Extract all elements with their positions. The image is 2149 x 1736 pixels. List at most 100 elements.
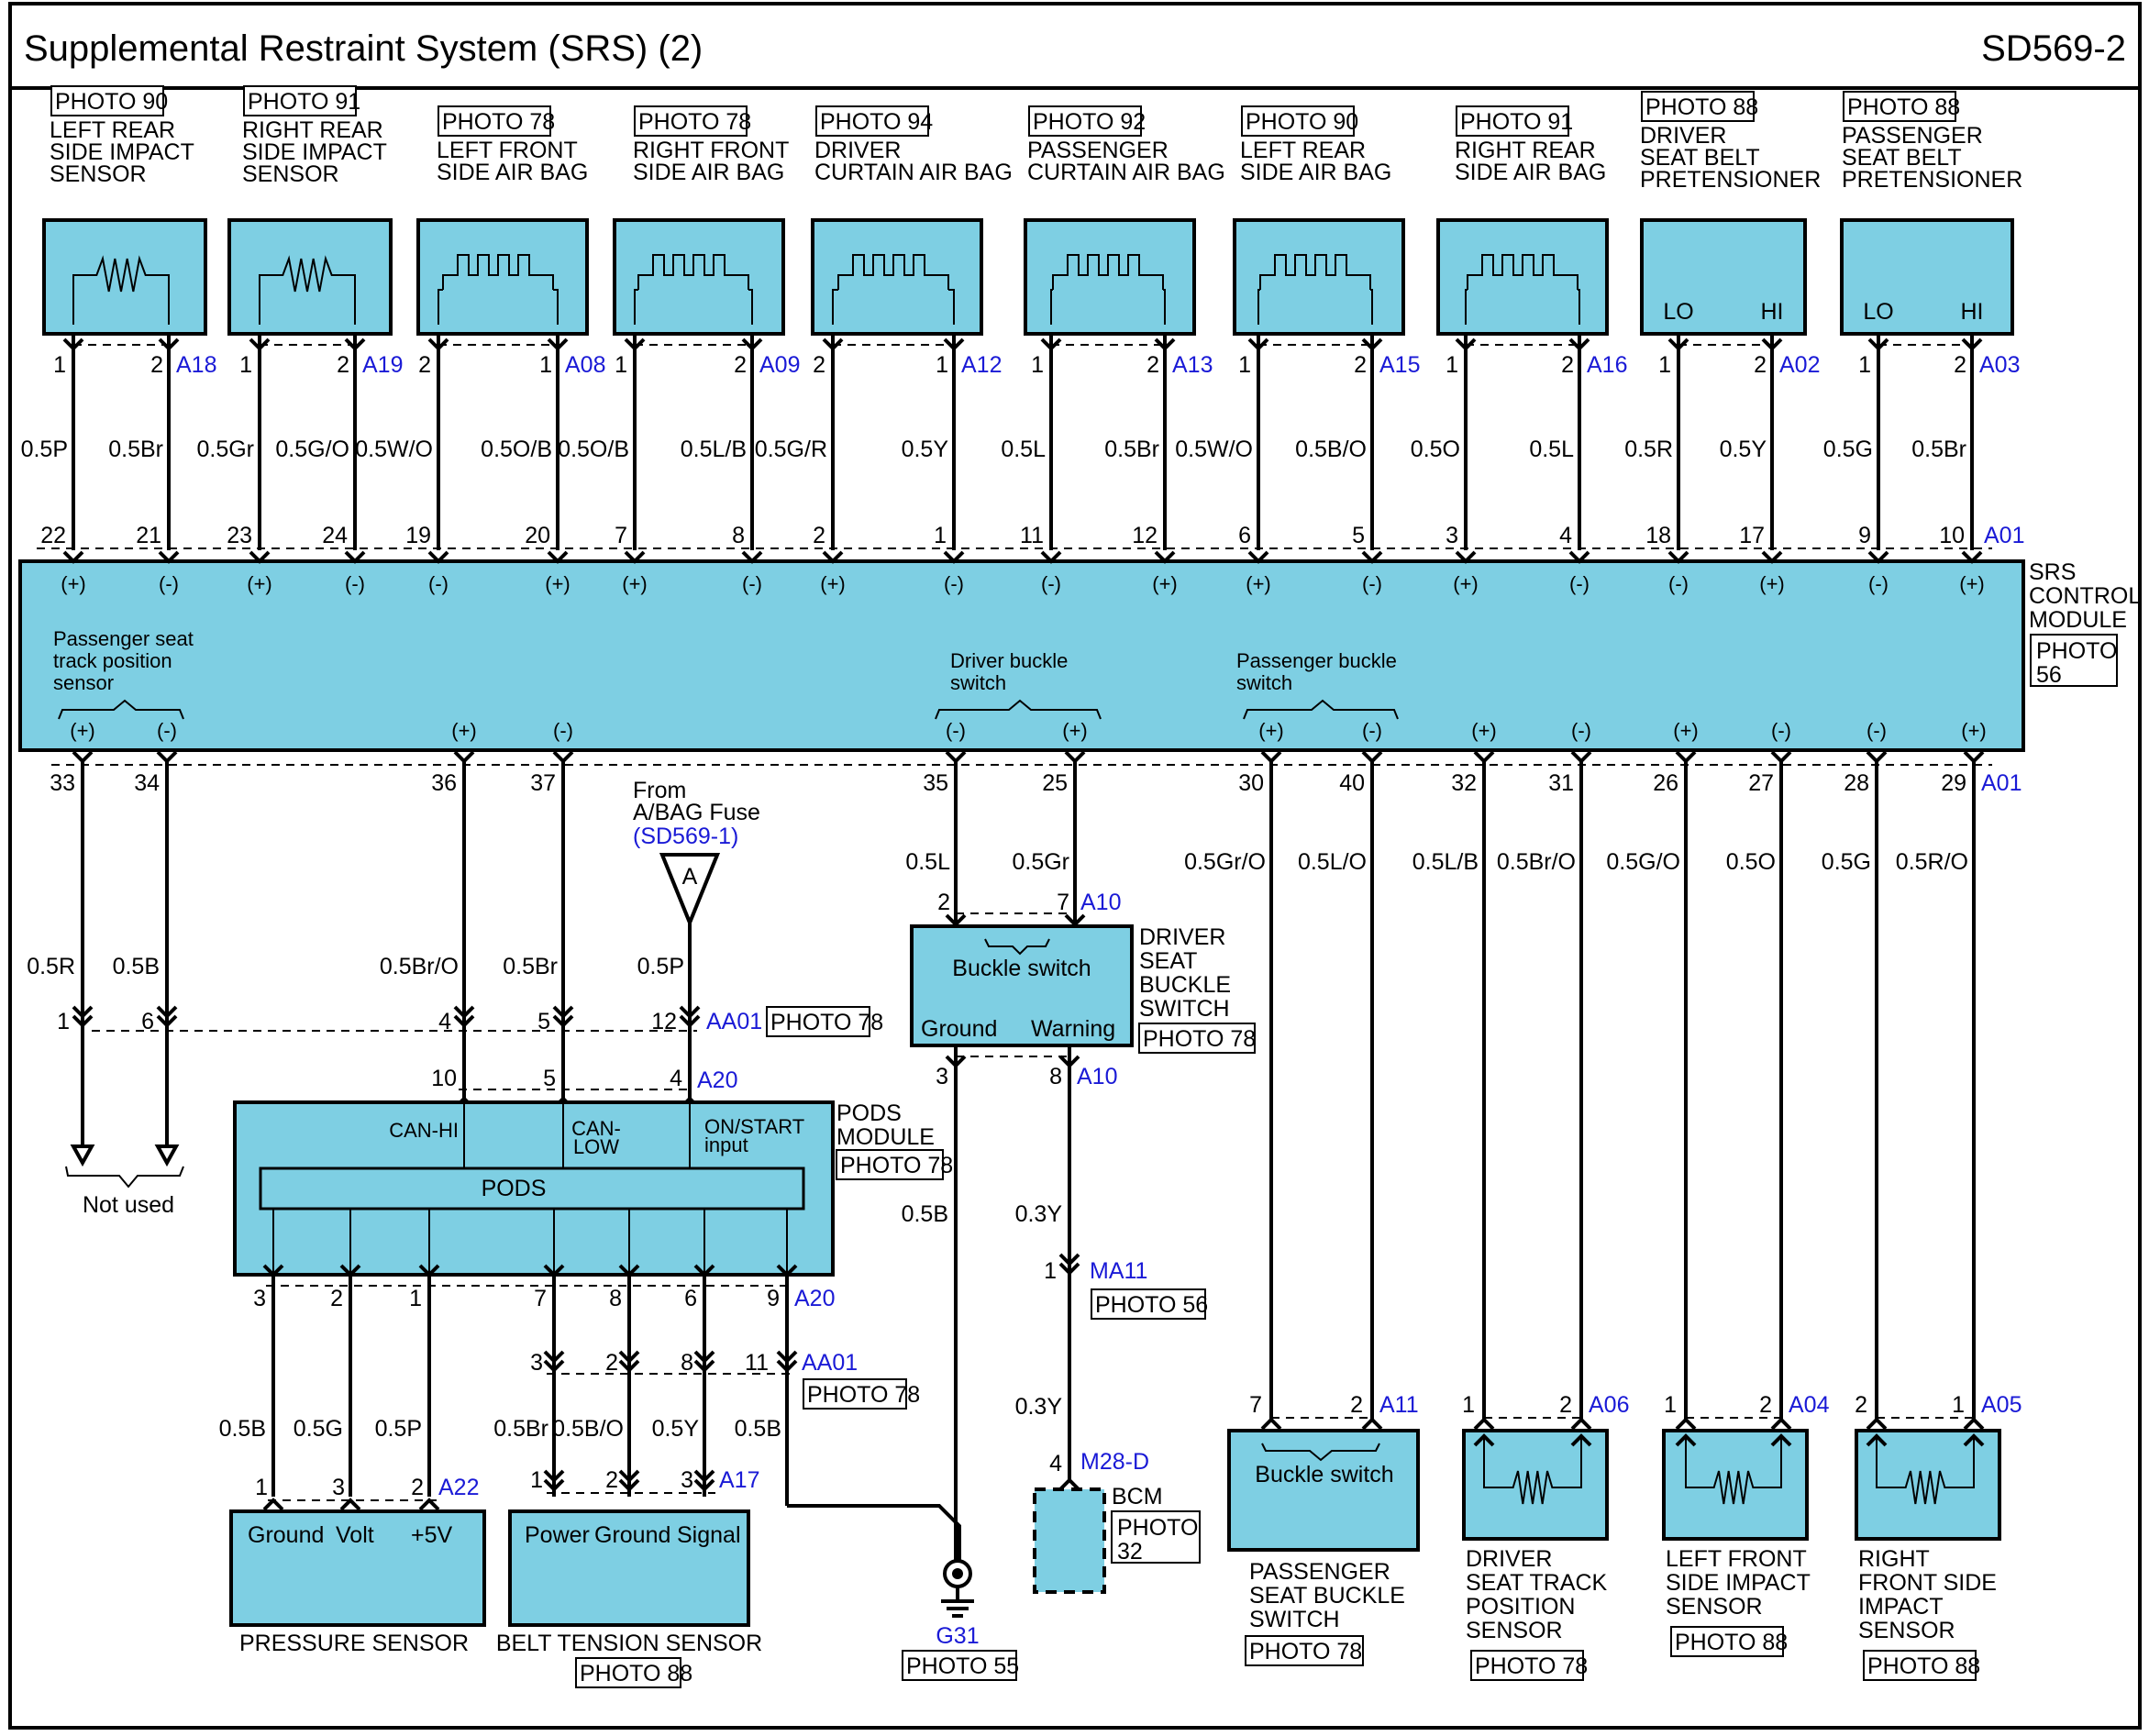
left-inline-0-a [72, 1005, 94, 1019]
bottom-a06-photo-box [1470, 1650, 1584, 1681]
srs-bottom-arrow-27 [1770, 750, 1792, 764]
top-6-wire-l-label: 0.5W/O [1175, 437, 1253, 462]
belt-wire-label-2: 0.5Y [652, 1416, 700, 1442]
srs-bottom-pin-40: 40 [1339, 770, 1365, 796]
srs-bottom-pol-25: (+) [1062, 719, 1088, 742]
top-7-pol-r: (-) [1569, 572, 1590, 595]
bottom-a11-name-2: SWITCH [1249, 1607, 1340, 1632]
ground-route [787, 1504, 961, 1587]
pods-in-on-start-1: ON/START [704, 1115, 804, 1138]
top-4-photo: PHOTO 94 [820, 109, 933, 135]
top-2-lead-r [553, 289, 559, 325]
top-0-resistor-symbol [84, 255, 158, 293]
top-4-conn: A12 [961, 352, 1002, 378]
top-4-photo-box [815, 105, 929, 137]
top-5-lead-l [1050, 289, 1053, 325]
srs-bottom-arrow-29 [1963, 750, 1985, 764]
top-4-name-0: DRIVER [814, 138, 901, 163]
top-3-wire-l-label: 0.5O/B [558, 437, 629, 462]
bcm-photo-line-2: 32 [1117, 1539, 1143, 1565]
bottom-a06-conn: A06 [1589, 1392, 1629, 1418]
top-3-conn: A09 [759, 352, 800, 378]
belt-inline-1-a [618, 1350, 640, 1364]
top-3-lead-r [748, 289, 753, 325]
bottom-a11-photo: PHOTO 78 [1249, 1639, 1362, 1664]
left-pin-1: 6 [141, 1009, 154, 1034]
top-1-pin-l: 1 [239, 352, 252, 378]
aa01-inline-1-b [552, 1014, 574, 1028]
srs-bottom-pin-35: 35 [923, 770, 948, 796]
srs-name-line-1: SRS [2029, 559, 2076, 585]
top-7-photo: PHOTO 91 [1460, 109, 1573, 135]
top-5-conn: A13 [1172, 352, 1213, 378]
top-9-pin-l: 1 [1858, 352, 1871, 378]
driver-buckle-label-ground: Ground [921, 1016, 997, 1042]
belt-tension-sensor [508, 1509, 750, 1627]
ground-wire-label: 0.5B [902, 1201, 948, 1227]
ma11-photo: PHOTO 56 [1095, 1292, 1208, 1318]
top-0-body [42, 218, 207, 336]
srs-bottom-pin-34: 34 [134, 770, 160, 796]
top-8-pol-l: (-) [1668, 572, 1689, 595]
aa01-low-pin-11: 11 [745, 1350, 769, 1376]
bottom-a04-wire-l-label: 0.5G/O [1606, 849, 1680, 875]
bottom-a05-wire-l-label: 0.5G [1822, 849, 1871, 875]
aa01-conn: AA01 [706, 1009, 762, 1034]
srs-bottom-arrow-26 [1675, 750, 1697, 764]
belt-inline-0-b [543, 1359, 565, 1373]
top-7-name-0: RIGHT REAR [1455, 138, 1596, 163]
fuse-triangle-fill [662, 855, 717, 923]
top-6-name-0: LEFT REAR [1240, 138, 1366, 163]
top-1-photo: PHOTO 91 [248, 89, 360, 115]
top-3-pol-l: (+) [622, 572, 648, 595]
top-9-conn: A03 [1979, 352, 2020, 378]
pressure-name: PRESSURE SENSOR [239, 1631, 469, 1656]
fuse-ref: (SD569-1) [633, 824, 738, 849]
driver-buckle-label-warning: Warning [1031, 1016, 1115, 1042]
top-8-ecu-arrow-r [1761, 550, 1783, 564]
srs-bottom-pin-26: 26 [1653, 770, 1678, 796]
bcm-photo-box [1111, 1510, 1201, 1564]
top-4-lead-l [832, 289, 838, 325]
top-1-name-2: SENSOR [242, 161, 339, 187]
top-2-pin-r: 1 [539, 352, 552, 378]
top-2-ecu-arrow-r [547, 550, 569, 564]
top-2-photo-box [438, 105, 551, 137]
bottom-a05-lead-l [1876, 1436, 1896, 1488]
bottom-a05-photo: PHOTO 88 [1867, 1653, 1980, 1679]
fuse-triangle-outline [659, 853, 720, 928]
srs-bottom-pin-36: 36 [431, 770, 457, 796]
srs-photo-line-1: PHOTO [2036, 638, 2117, 664]
bottom-a05-arrow-r [1963, 1417, 1985, 1431]
ground-name: G31 [936, 1623, 979, 1649]
top-8-body [1640, 218, 1807, 336]
pressure-pin-2: 2 [411, 1475, 424, 1500]
top-2-photo: PHOTO 78 [442, 109, 555, 135]
top-5-body [1024, 218, 1196, 336]
bottom-a04-lead-r [1763, 1436, 1782, 1488]
bcm-name: BCM [1112, 1484, 1163, 1509]
srs-bottom-pin-28: 28 [1844, 770, 1869, 796]
belt-inline-2-a [693, 1350, 715, 1364]
top-6-photo: PHOTO 90 [1246, 109, 1358, 135]
srs-bottom-arrow-40 [1361, 750, 1383, 764]
top-9-hi-label: HI [1961, 299, 1984, 325]
pods-photo-box [836, 1149, 944, 1180]
driver-buckle-photo: PHOTO 78 [1143, 1026, 1256, 1052]
srs-bottom-pol-34: (-) [157, 719, 177, 742]
top-5-squib-symbol [1052, 254, 1164, 290]
top-3-pol-r: (-) [742, 572, 762, 595]
aa01-low-photo-box [803, 1378, 907, 1410]
top-7-pin-l: 1 [1446, 352, 1458, 378]
driver-buckle-name-4: SWITCH [1139, 996, 1230, 1022]
belt-inline-2-b [693, 1359, 715, 1373]
top-0-conn: A18 [176, 352, 216, 378]
top-0-ecu-pin-l: 22 [40, 523, 66, 548]
top-3-photo: PHOTO 78 [638, 109, 751, 135]
top-7-ecu-pin-r: 4 [1559, 523, 1572, 548]
